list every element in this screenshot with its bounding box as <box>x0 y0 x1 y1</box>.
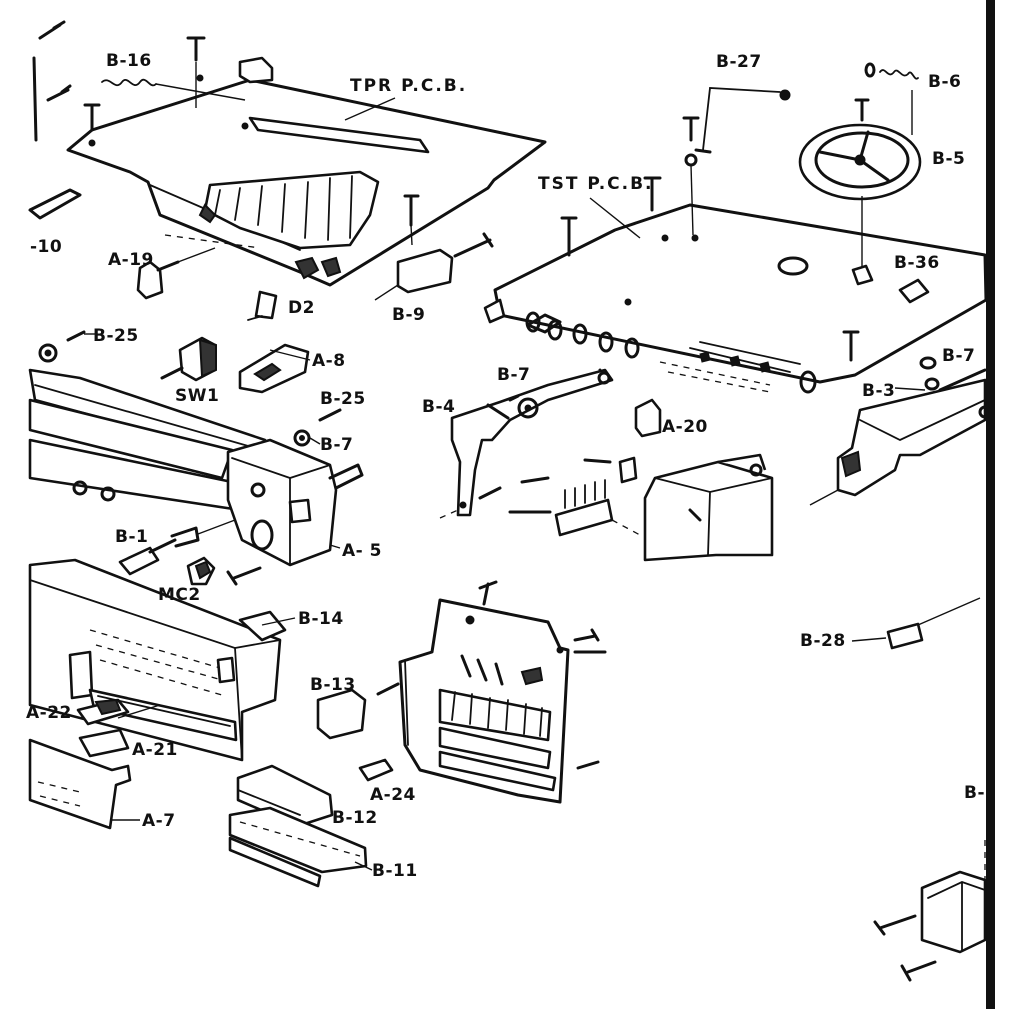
label-d2: D2 <box>288 298 315 318</box>
b36-part <box>898 278 930 304</box>
leader-b7-left <box>309 437 321 445</box>
left-side-rail <box>32 56 38 142</box>
b7-b3-right-parts <box>894 356 987 392</box>
label-tpr-pcb: TPR P.C.B. <box>350 76 467 96</box>
connector-strip <box>508 456 641 537</box>
label-b1: B-1 <box>115 527 148 547</box>
label-mc2: MC2 <box>158 585 201 605</box>
label-a5: A- 5 <box>342 541 382 561</box>
mc2-part <box>186 556 216 586</box>
label-a21: A-21 <box>132 740 178 760</box>
bottom-right-transformer <box>873 840 987 982</box>
a24-part <box>358 758 394 782</box>
b1-bolt <box>118 519 236 576</box>
a5-block <box>226 438 364 586</box>
a7-bracket <box>28 738 140 830</box>
label-b6: B-6 <box>928 72 961 92</box>
screws-top-left <box>38 20 420 246</box>
label-b10-partial: -10 <box>30 237 62 257</box>
b9-part <box>374 232 494 301</box>
leader-b28 <box>851 637 887 642</box>
a20-part <box>634 398 662 438</box>
label-b25-mid: B-25 <box>320 389 366 409</box>
a22-a21-parts <box>76 698 161 758</box>
sw1-switch <box>160 336 217 382</box>
label-a7: A-7 <box>142 811 176 831</box>
label-b16: B-16 <box>106 51 152 71</box>
tpr-pcb-board <box>66 56 547 287</box>
b10-bracket <box>28 188 82 220</box>
label-tst-pcb: TST P.C.B. <box>538 174 654 194</box>
label-b11: B-11 <box>372 861 418 881</box>
right-edge-bar <box>986 0 995 1009</box>
label-b13: B-13 <box>310 675 356 695</box>
shield-box <box>643 453 774 562</box>
b12-b11-brackets <box>228 764 368 888</box>
leader-b11 <box>354 861 373 871</box>
center-pcb-b13 <box>398 580 607 804</box>
leader-tst-pcb <box>589 197 641 239</box>
label-b25-top: B-25 <box>93 326 139 346</box>
label-a8: A-8 <box>312 351 346 371</box>
label-b36: B-36 <box>894 253 940 273</box>
a19-part <box>136 247 216 300</box>
label-b9: B-9 <box>392 305 425 325</box>
b6-spring <box>864 62 919 135</box>
label-b14: B-14 <box>298 609 344 629</box>
b16-spring <box>101 78 246 101</box>
leader-tpr-pcb <box>344 97 396 121</box>
label-b27: B-27 <box>716 52 762 72</box>
label-a24: A-24 <box>370 785 416 805</box>
label-b7-right: B-7 <box>942 346 975 366</box>
b25-top-washer <box>38 330 95 363</box>
label-b3: B-3 <box>862 381 895 401</box>
label-a20: A-20 <box>662 417 708 437</box>
label-sw1: SW1 <box>175 386 219 406</box>
label-b5: B-5 <box>932 149 965 169</box>
label-a19: A-19 <box>108 250 154 270</box>
label-b7-center: B-7 <box>497 365 530 385</box>
b27-wire <box>694 87 791 154</box>
tst-pcb-board <box>483 203 988 394</box>
label-b7-left: B-7 <box>320 435 353 455</box>
b5-reel-wheel <box>798 98 922 286</box>
b28-clip <box>886 597 981 650</box>
label-a22: A-22 <box>26 703 72 723</box>
label-b12: B-12 <box>332 808 378 828</box>
label-b28: B-28 <box>800 631 846 651</box>
b4-bracket <box>439 368 614 519</box>
right-side-bracket <box>809 378 992 506</box>
b25-b7-mid-fasteners <box>293 408 342 447</box>
label-b4: B-4 <box>422 397 455 417</box>
label-b-cut: B- <box>964 783 985 803</box>
b13-part <box>316 682 400 740</box>
d2-a8-bracket <box>238 290 311 394</box>
